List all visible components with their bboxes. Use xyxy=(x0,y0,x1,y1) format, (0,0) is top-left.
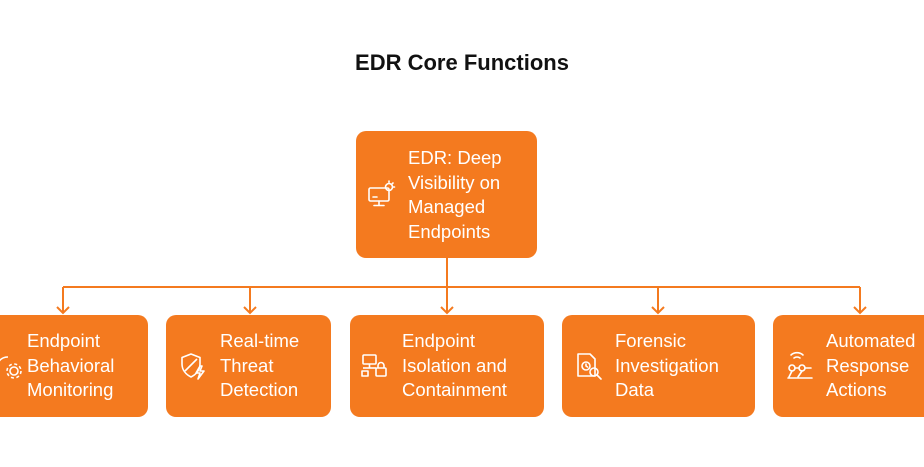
child-node-automated-response: Automated Response Actions xyxy=(773,315,924,417)
child-label-automated-response: Automated Response Actions xyxy=(826,330,916,400)
child-label-threat-detection: Real-time Threat Detection xyxy=(220,330,300,400)
behavior-gear-icon xyxy=(0,356,22,379)
child-node-forensic-data: Forensic Investigation Data xyxy=(562,315,755,417)
child-label-forensic-data: Forensic Investigation Data xyxy=(615,330,719,400)
child-node-threat-detection: Real-time Threat Detection xyxy=(166,315,331,417)
monitor-alert-icon xyxy=(368,179,396,206)
document-search-icon xyxy=(577,353,602,380)
root-node: EDR: Deep Visibility on Managed Endpoint… xyxy=(356,131,537,258)
shield-lightning-icon xyxy=(181,353,205,380)
root-label: EDR: Deep Visibility on Managed Endpoint… xyxy=(408,147,502,242)
diagram-title: EDR Core Functions xyxy=(355,50,569,75)
robot-arm-icon xyxy=(787,351,813,379)
child-label-behavioral-monitoring: Endpoint Behavioral Monitoring xyxy=(27,330,115,400)
child-node-behavioral-monitoring: Endpoint Behavioral Monitoring xyxy=(0,315,148,417)
isolated-endpoint-lock-icon xyxy=(361,354,387,377)
child-label-isolation-containment: Endpoint Isolation and Containment xyxy=(402,330,507,400)
child-node-isolation-containment: Endpoint Isolation and Containment xyxy=(350,315,544,417)
